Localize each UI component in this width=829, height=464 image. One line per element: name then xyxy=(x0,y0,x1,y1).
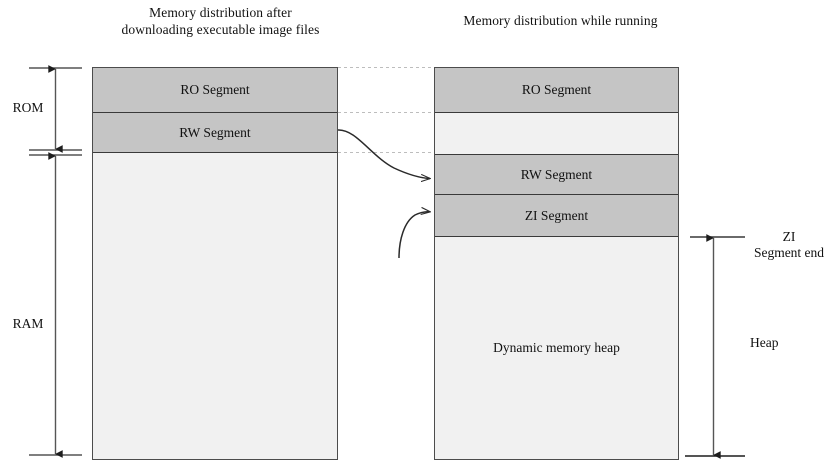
heap-bracket xyxy=(685,234,745,459)
right-segment-dynamic-heap-label: Dynamic memory heap xyxy=(493,340,620,355)
rom-label: ROM xyxy=(12,100,44,115)
right-memory-column: RO Segment RW Segment ZI Segment Dynamic… xyxy=(434,67,679,460)
left-segment-rw: RW Segment xyxy=(93,113,337,153)
zi-segment-end-label-line1: ZI xyxy=(782,229,796,244)
right-segment-gap xyxy=(435,113,678,154)
curve-arrow-zi xyxy=(398,212,430,259)
left-segment-ro-label: RO Segment xyxy=(180,82,250,97)
zi-segment-end-label: ZI Segment end xyxy=(750,229,828,261)
right-segment-rw: RW Segment xyxy=(435,154,678,195)
left-segment-ro: RO Segment xyxy=(93,68,337,113)
right-segment-ro-label: RO Segment xyxy=(521,82,592,97)
connector-dotted-lines xyxy=(338,66,434,154)
right-segment-dynamic-heap: Dynamic memory heap xyxy=(435,237,678,459)
ram-bracket xyxy=(29,152,82,458)
left-segment-free xyxy=(93,153,337,459)
right-segment-zi: ZI Segment xyxy=(435,195,678,237)
right-segment-rw-label: RW Segment xyxy=(520,166,593,182)
left-segment-rw-label: RW Segment xyxy=(179,124,251,140)
ram-label: RAM xyxy=(12,316,44,331)
right-segment-zi-label: ZI Segment xyxy=(524,207,589,223)
heap-label: Heap xyxy=(750,335,779,350)
right-segment-ro: RO Segment xyxy=(435,68,678,113)
left-column-title: Memory distribution after downloading ex… xyxy=(121,5,320,37)
zi-segment-end-label-line2: Segment end xyxy=(753,245,825,260)
right-column-title: Memory distribution while running xyxy=(463,13,658,28)
curve-arrow-rw xyxy=(337,129,430,179)
left-memory-column: RO Segment RW Segment xyxy=(92,67,338,460)
